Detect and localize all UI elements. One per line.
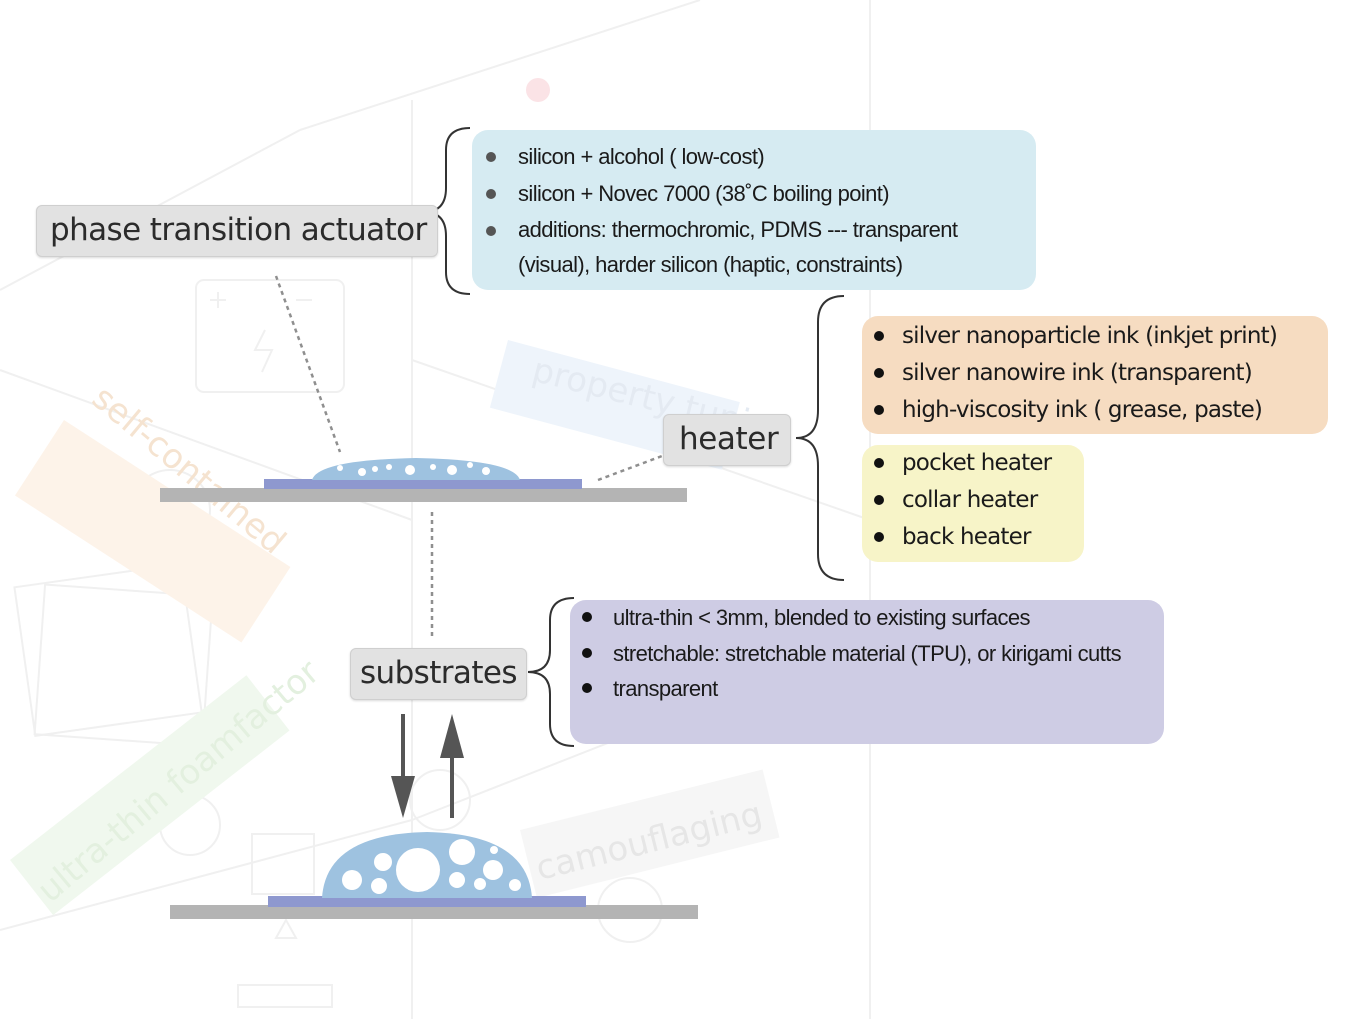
heater-positions-list: pocket heater collar heater back heater	[862, 445, 1084, 556]
heater-brace	[795, 295, 845, 581]
substrate-properties-box: ultra-thin < 3mm, blended to existing su…	[570, 600, 1164, 744]
heater-inks-list: silver nanoparticle ink (inkjet print) s…	[862, 318, 1328, 429]
expand-contract-arrows	[391, 714, 464, 818]
list-item: back heater	[862, 519, 1084, 556]
actuator-leader-line	[274, 275, 342, 453]
heater-positions-box: pocket heater collar heater back heater	[862, 445, 1084, 562]
substrates-label: substrates	[350, 648, 527, 700]
phase-transition-actuator-label: phase transition actuator	[36, 205, 438, 257]
list-item: stretchable: stretchable material (TPU),…	[570, 636, 1154, 671]
list-item: silver nanowire ink (transparent)	[862, 355, 1328, 392]
actuator-flat-illustration	[160, 458, 687, 502]
list-item: collar heater	[862, 482, 1084, 519]
actuator-materials-list: silicon + alcohol ( low-cost) silicon + …	[472, 138, 1022, 282]
heater-label: heater	[663, 414, 792, 466]
list-item: silicon + alcohol ( low-cost)	[472, 138, 1022, 175]
list-item: high-viscosity ink ( grease, paste)	[862, 392, 1328, 429]
list-item: pocket heater	[862, 445, 1084, 482]
list-item: silicon + Novec 7000 (38˚C boiling point…	[472, 175, 1022, 212]
list-item: additions: thermochromic, PDMS --- trans…	[472, 212, 1022, 282]
actuator-expanded-illustration	[170, 832, 698, 919]
heater-leader-line	[597, 454, 663, 482]
actuator-materials-box: silicon + alcohol ( low-cost) silicon + …	[472, 130, 1036, 290]
substrate-brace	[527, 597, 575, 747]
substrate-properties-list: ultra-thin < 3mm, blended to existing su…	[570, 600, 1154, 707]
list-item: silver nanoparticle ink (inkjet print)	[862, 318, 1328, 355]
list-item: ultra-thin < 3mm, blended to existing su…	[570, 600, 1154, 636]
heater-inks-box: silver nanoparticle ink (inkjet print) s…	[862, 316, 1328, 434]
list-item: transparent	[570, 671, 1154, 707]
